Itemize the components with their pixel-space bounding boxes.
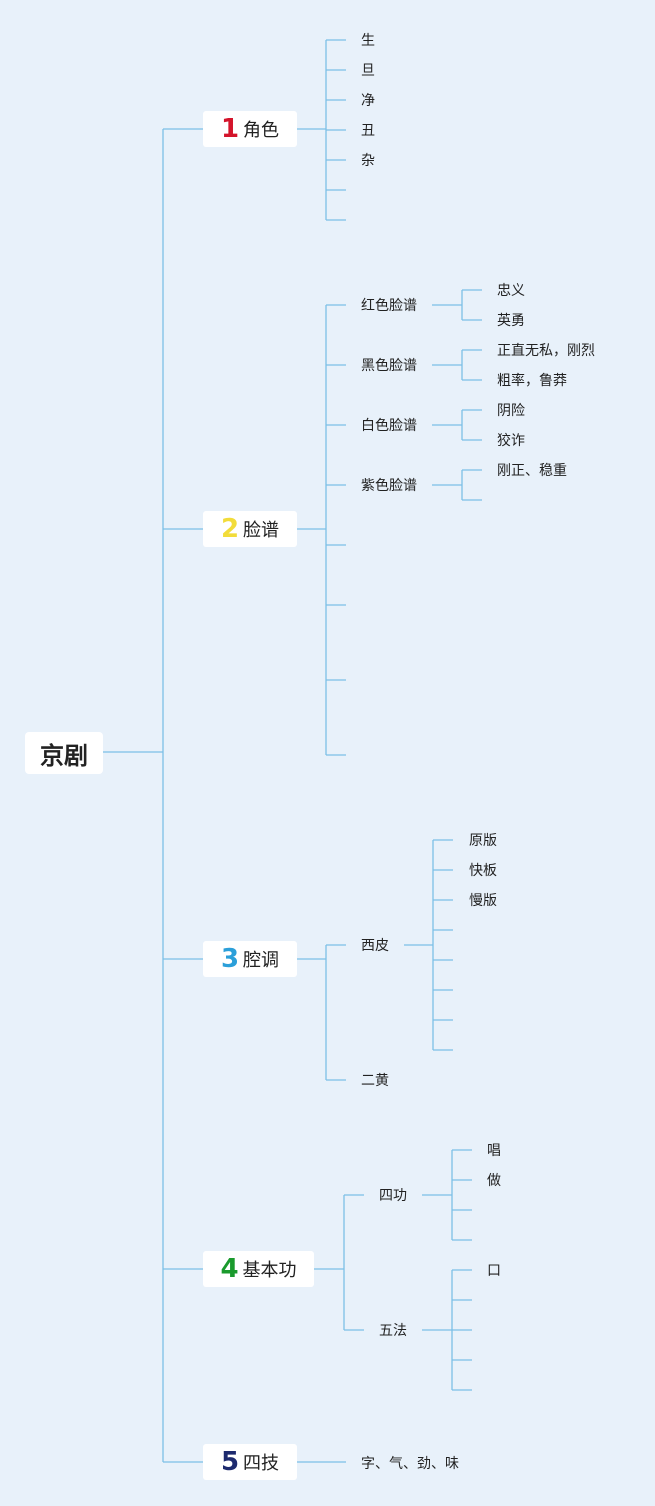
branch-number-5: 5 xyxy=(220,1447,240,1477)
trait-leaf[interactable]: 阴险 xyxy=(497,403,525,419)
basic-skill-node[interactable]: 五法 xyxy=(379,1323,407,1339)
facial-type-node[interactable]: 白色脸谱 xyxy=(361,418,417,434)
four-skills-leaf[interactable]: 字、气、劲、味 xyxy=(361,1456,459,1472)
basic-skill-node[interactable]: 四功 xyxy=(379,1188,407,1204)
branch-label-four-skills: 四技 xyxy=(243,1453,280,1474)
facial-type-node[interactable]: 黑色脸谱 xyxy=(361,358,417,374)
role-leaf[interactable]: 丑 xyxy=(361,123,375,139)
trait-leaf[interactable]: 正直无私，刚烈 xyxy=(497,343,595,359)
tune-node[interactable]: 西皮 xyxy=(361,938,389,954)
branch-node-tunes[interactable]: 3 腔调 xyxy=(203,941,297,977)
branch-number-1: 1 xyxy=(220,114,240,144)
branch-node-facial-makeup[interactable]: 2 脸谱 xyxy=(203,511,297,547)
role-leaf[interactable]: 生 xyxy=(361,33,375,49)
branch-node-roles[interactable]: 1 角色 xyxy=(203,111,297,147)
tune-leaf[interactable]: 快板 xyxy=(469,863,497,879)
tune-leaf[interactable]: 原版 xyxy=(469,833,497,849)
branch-label-tunes: 腔调 xyxy=(243,950,280,971)
branch-node-four-skills[interactable]: 5 四技 xyxy=(203,1444,297,1480)
branch-number-4: 4 xyxy=(220,1254,239,1284)
facial-type-node[interactable]: 紫色脸谱 xyxy=(361,478,417,494)
trait-leaf[interactable]: 忠义 xyxy=(497,283,525,299)
basic-skill-leaf[interactable]: 做 xyxy=(487,1173,501,1189)
basic-skill-leaf[interactable]: 唱 xyxy=(487,1143,501,1159)
branch-number-2: 2 xyxy=(220,514,240,544)
branch-label-facial-makeup: 脸谱 xyxy=(243,520,280,541)
trait-leaf[interactable]: 粗率，鲁莽 xyxy=(497,373,567,389)
basic-skill-leaf[interactable]: 口 xyxy=(487,1263,501,1279)
root-node[interactable]: 京剧 xyxy=(25,732,103,774)
branch-node-basic-skills[interactable]: 4 基本功 xyxy=(203,1251,314,1287)
branch-label-roles: 角色 xyxy=(243,120,280,141)
facial-type-node[interactable]: 红色脸谱 xyxy=(361,298,417,314)
tune-leaf[interactable]: 慢版 xyxy=(469,893,497,909)
role-leaf[interactable]: 杂 xyxy=(361,153,375,169)
tune-node[interactable]: 二黄 xyxy=(361,1073,389,1089)
trait-leaf[interactable]: 刚正、稳重 xyxy=(497,463,567,479)
role-leaf[interactable]: 旦 xyxy=(361,63,375,79)
branch-label-basic-skills: 基本功 xyxy=(242,1260,297,1281)
branch-number-3: 3 xyxy=(220,944,240,974)
role-leaf[interactable]: 净 xyxy=(361,93,375,109)
trait-leaf[interactable]: 英勇 xyxy=(497,313,525,329)
trait-leaf[interactable]: 狡诈 xyxy=(497,433,525,449)
